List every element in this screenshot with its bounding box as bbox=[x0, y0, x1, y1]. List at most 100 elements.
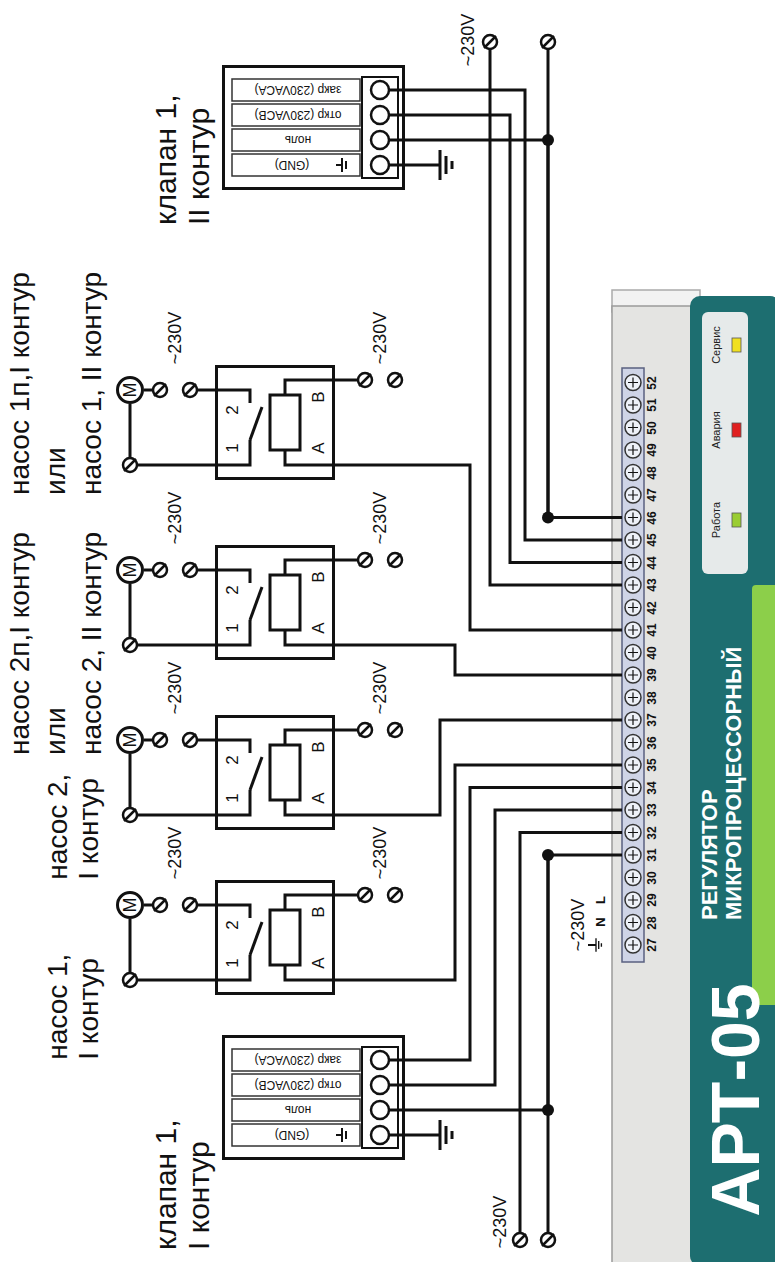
node-title: M bbox=[121, 733, 139, 748]
terminal-symbol bbox=[358, 888, 372, 902]
terminal-symbol bbox=[388, 553, 402, 567]
terminal-screw bbox=[625, 645, 641, 661]
relay-coil bbox=[270, 910, 300, 965]
terminal-symbol bbox=[388, 888, 402, 902]
terminal-screw-slot bbox=[628, 670, 638, 680]
relay-switch-blade bbox=[250, 922, 262, 955]
pin-name: L bbox=[594, 896, 607, 904]
terminal-screw-slot bbox=[628, 738, 638, 748]
relay-contact-1 bbox=[215, 955, 250, 980]
node-title: 1 bbox=[224, 958, 241, 967]
node-text: A bbox=[310, 622, 327, 633]
junction-dot bbox=[542, 134, 554, 146]
terminal-ring bbox=[183, 898, 197, 912]
terminal-symbol bbox=[123, 458, 137, 472]
node-text: 2 bbox=[224, 405, 241, 414]
pump-motor: Mнасос 1п,I контурилинасос 1, II контур bbox=[116, 376, 144, 404]
terminal-slash bbox=[359, 889, 371, 901]
valve-terminal bbox=[371, 1126, 389, 1144]
terminal-ring bbox=[183, 563, 197, 577]
supply-label: ~230V bbox=[371, 662, 389, 715]
terminal-slash bbox=[542, 1234, 554, 1246]
terminal-screw bbox=[625, 892, 641, 908]
terminal-screw bbox=[625, 600, 641, 616]
node-text: ноль bbox=[285, 134, 311, 146]
supply-label: ~230V bbox=[459, 14, 477, 67]
pin-name: N bbox=[594, 917, 607, 926]
terminal-screw bbox=[625, 780, 641, 796]
valve-terminal bbox=[371, 106, 389, 124]
terminal-symbol bbox=[183, 733, 197, 747]
relay-contact-2 bbox=[215, 390, 250, 403]
node-title: АРТ-05 bbox=[701, 983, 769, 1216]
relay-box: 12AB bbox=[215, 715, 335, 830]
terminal-screw bbox=[625, 937, 641, 953]
terminal-slash bbox=[389, 554, 401, 566]
relay-contact-2 bbox=[215, 905, 250, 918]
terminal-ring bbox=[153, 733, 167, 747]
ground-symbol bbox=[440, 150, 452, 180]
terminal-screw-slot bbox=[628, 715, 638, 725]
terminal-slash bbox=[154, 384, 166, 396]
motor-lead bbox=[144, 569, 153, 572]
terminal-screw bbox=[625, 397, 641, 413]
motor-supply-lead bbox=[197, 739, 215, 742]
controller-unit: АРТ-05РЕГУЛЯТОР МИКРОПРОЦЕССОРНЫЙРаботаА… bbox=[622, 290, 775, 1262]
node-text: B bbox=[310, 571, 327, 582]
terminal-symbol bbox=[388, 373, 402, 387]
terminal-symbol bbox=[123, 973, 137, 987]
terminal-number: 38 bbox=[646, 691, 658, 704]
wire-connector bbox=[335, 765, 622, 980]
terminal-ring bbox=[513, 1233, 527, 1247]
motor-supply-lead bbox=[197, 569, 215, 572]
node-text: A bbox=[310, 957, 327, 968]
node-title: 1 bbox=[224, 623, 241, 632]
node-text: A bbox=[310, 442, 327, 453]
node-text: насос 2, I контур bbox=[42, 766, 105, 879]
terminal-number: 52 bbox=[646, 376, 658, 389]
relay-contact-1 bbox=[215, 620, 250, 645]
valve-label-cell bbox=[232, 154, 360, 176]
terminal-number: 30 bbox=[646, 871, 658, 884]
node-text: или bbox=[42, 455, 70, 755]
valve-terminal-block bbox=[362, 77, 398, 178]
controller-body bbox=[612, 306, 702, 1262]
terminal-number: 28 bbox=[646, 916, 658, 929]
terminal-number: 33 bbox=[646, 803, 658, 816]
terminal-symbol bbox=[541, 1233, 555, 1247]
supply-label: ~230V bbox=[166, 492, 184, 545]
terminal-ring bbox=[541, 1233, 555, 1247]
valve-terminal bbox=[371, 1051, 389, 1069]
terminal-ring bbox=[123, 808, 137, 822]
terminal-ring bbox=[388, 553, 402, 567]
node-title: клапан 1, I контур bbox=[149, 1106, 215, 1250]
terminal-screw-slot bbox=[628, 625, 638, 635]
terminal-slash bbox=[124, 809, 136, 821]
valve-terminal bbox=[371, 81, 389, 99]
valve-terminal bbox=[371, 1101, 389, 1119]
terminal-number: 48 bbox=[646, 466, 658, 479]
terminal-slash bbox=[359, 724, 371, 736]
terminal-symbol bbox=[153, 563, 167, 577]
terminal-screw-slot bbox=[628, 805, 638, 815]
node-text: 2 bbox=[224, 585, 241, 594]
terminal-symbol bbox=[153, 898, 167, 912]
terminal-number: 29 bbox=[646, 893, 658, 906]
terminal-screw-slot bbox=[628, 490, 638, 500]
terminal-screw-slot bbox=[628, 603, 638, 613]
controller-front-panel bbox=[690, 296, 775, 1262]
wire-connector bbox=[405, 115, 622, 563]
wire-connector bbox=[130, 584, 215, 645]
wire-connector bbox=[405, 855, 622, 1110]
terminal-screw bbox=[625, 667, 641, 683]
node-text: ноль bbox=[285, 1104, 311, 1116]
supply-label: ~230V bbox=[166, 662, 184, 715]
node-text: (GND) bbox=[275, 1129, 310, 1141]
terminal-screw-slot bbox=[628, 828, 638, 838]
relay-coil bbox=[270, 575, 300, 630]
terminal-screw-slot bbox=[628, 693, 638, 703]
node-text: закр (230VACA) bbox=[254, 84, 341, 96]
terminal-screw bbox=[625, 375, 641, 391]
node-text: или bbox=[42, 195, 70, 495]
